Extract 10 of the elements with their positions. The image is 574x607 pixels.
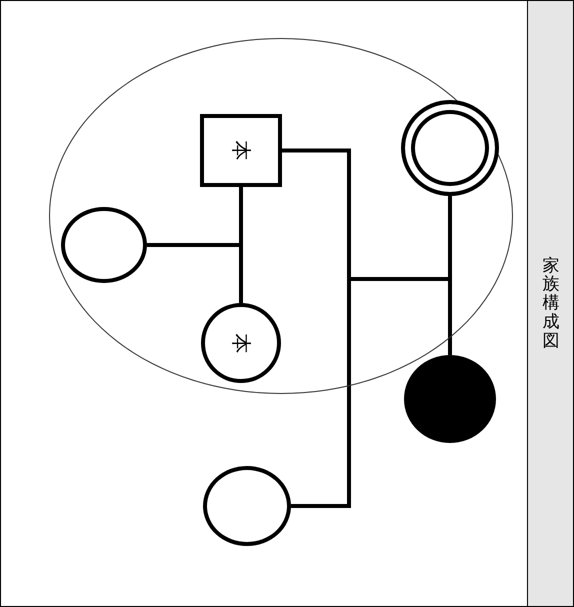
relation-line — [147, 243, 241, 247]
diagram-title: 家族構成図 — [542, 256, 560, 350]
relation-line — [349, 277, 450, 281]
relation-line — [291, 279, 351, 508]
self-mark: 本 — [228, 333, 254, 353]
relation-line — [448, 196, 452, 355]
relation-line — [282, 148, 351, 279]
relation-line — [239, 187, 243, 303]
male-square — [200, 114, 282, 187]
self-mark: 本 — [228, 140, 254, 160]
